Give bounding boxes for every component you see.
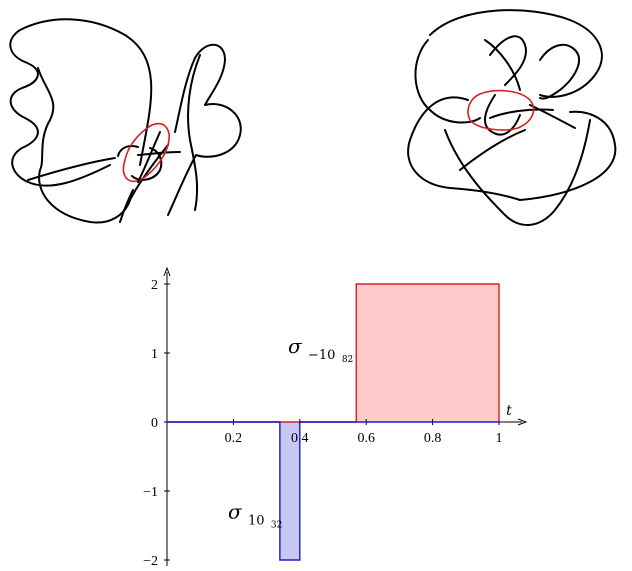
x-tick-label-4: 1	[496, 431, 503, 446]
series-1-area	[167, 422, 499, 560]
series-1-line	[167, 421, 499, 561]
series-0-line	[167, 283, 500, 423]
series-label-red-subsub: 82	[342, 355, 353, 365]
series-label-red: σ −10 82	[288, 334, 353, 365]
x-tick-label-3: 0.8	[424, 431, 442, 446]
y-tick-label-0: 2	[151, 278, 158, 293]
right-knot-strand-top	[429, 9, 603, 98]
series-label-blue-sub: 10	[248, 514, 265, 529]
series-label-blue-base: σ	[228, 500, 243, 524]
right-knot-strand-inner-a	[484, 35, 527, 136]
series-lines	[167, 283, 500, 561]
series-0-area	[167, 284, 499, 422]
left-knot-red-crossing	[122, 123, 170, 183]
series-label-red-base: σ	[288, 334, 303, 358]
y-tick-label-2: 0	[151, 416, 158, 431]
y-axis-arrow	[163, 266, 171, 277]
x-tick-label-0: 0.2	[225, 431, 243, 446]
right-knot-strand-inner-c	[459, 104, 576, 171]
series-label-red-sub: −10	[308, 348, 335, 363]
right-knot-strand-bottom	[444, 119, 591, 227]
left-knot-diagram	[9, 18, 242, 224]
x-axis-arrow	[517, 418, 528, 426]
right-knot-diagram	[407, 9, 617, 227]
y-tick-label-3: −1	[143, 485, 158, 500]
left-knot-strand-outer	[9, 18, 153, 187]
left-knot-strand-right-b	[187, 54, 201, 211]
right-knot-strand-left	[407, 39, 521, 201]
right-knot-strand-inner-b	[484, 39, 580, 100]
left-knot-strand-right	[167, 43, 242, 216]
left-knot-strand-lower	[37, 67, 169, 224]
y-tick-label-4: −2	[143, 554, 158, 569]
right-knot-red-crossing	[467, 89, 535, 131]
series-label-blue: σ 10 32	[228, 500, 282, 531]
series-fills	[167, 284, 499, 560]
x-tick-label-2: 0.6	[357, 431, 375, 446]
y-tick-label-1: 1	[151, 347, 158, 362]
series-label-blue-subsub: 32	[271, 521, 282, 531]
x-axis-label: t	[506, 403, 512, 419]
right-knot-strand-outer	[489, 108, 617, 201]
left-knot-strand-diag	[119, 131, 161, 223]
